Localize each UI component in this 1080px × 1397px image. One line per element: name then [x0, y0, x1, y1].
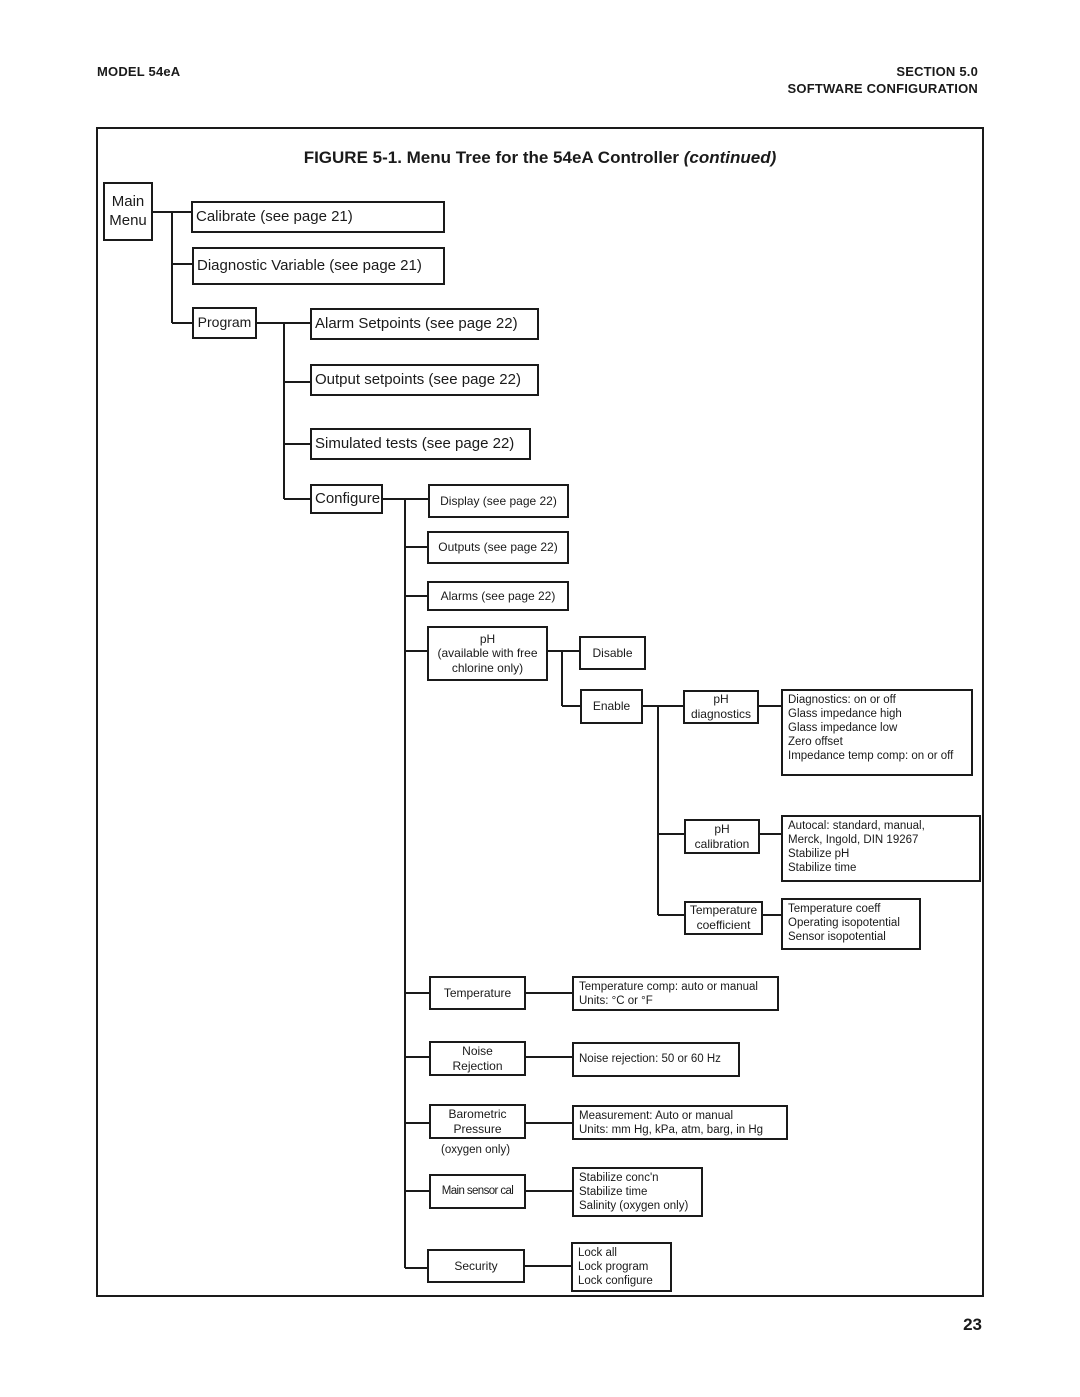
ph-calibration-node: pH calibration: [684, 819, 760, 854]
main-sensor-cal-options: Stabilize conc'n Stabilize time Salinity…: [572, 1167, 703, 1217]
temperature-coefficient-options: Temperature coeff Operating isopotential…: [781, 898, 921, 950]
program-node: Program: [192, 307, 257, 339]
disable-node: Disable: [579, 636, 646, 670]
ph-diagnostics-options: Diagnostics: on or off Glass impedance h…: [781, 689, 973, 776]
security-options: Lock all Lock program Lock configure: [571, 1242, 672, 1292]
header-section: SECTION 5.0: [896, 64, 978, 79]
temperature-node: Temperature: [429, 976, 526, 1010]
main-menu-node: Main Menu: [103, 182, 153, 241]
enable-node: Enable: [580, 689, 643, 724]
noise-rejection-node: Noise Rejection: [429, 1041, 526, 1076]
figure-continued: (continued): [683, 148, 777, 167]
noise-rejection-options: Noise rejection: 50 or 60 Hz: [572, 1042, 740, 1077]
output-setpoints-node: Output setpoints (see page 22): [310, 364, 539, 396]
ph-calibration-options: Autocal: standard, manual, Merck, Ingold…: [781, 815, 981, 882]
ph-diagnostics-node: pH diagnostics: [683, 690, 759, 724]
header-section-title: SOFTWARE CONFIGURATION: [787, 81, 978, 96]
alarms-node: Alarms (see page 22): [427, 581, 569, 611]
simulated-tests-node: Simulated tests (see page 22): [310, 428, 531, 460]
security-node: Security: [427, 1249, 525, 1283]
configure-node: Configure: [310, 484, 383, 514]
figure-frame: [96, 127, 984, 1297]
figure-label: FIGURE 5-1. Menu Tree for the 54eA Contr…: [303, 148, 680, 167]
figure-title: FIGURE 5-1. Menu Tree for the 54eA Contr…: [96, 148, 984, 168]
barometric-pressure-options: Measurement: Auto or manual Units: mm Hg…: [572, 1105, 788, 1140]
barometric-pressure-node: Barometric Pressure: [429, 1104, 526, 1139]
alarm-setpoints-node: Alarm Setpoints (see page 22): [310, 308, 539, 340]
temperature-options: Temperature comp: auto or manual Units: …: [572, 976, 779, 1011]
main-sensor-cal-node: Main sensor cal: [429, 1174, 526, 1209]
display-node: Display (see page 22): [428, 484, 569, 518]
calibrate-node: Calibrate (see page 21): [191, 201, 445, 233]
header-model: MODEL 54eA: [97, 64, 181, 79]
barometric-note: (oxygen only): [441, 1144, 511, 1156]
temperature-coefficient-node: Temperature coefficient: [684, 901, 763, 935]
page-number: 23: [963, 1315, 982, 1334]
ph-node: pH (available with free chlorine only): [427, 626, 548, 681]
diagnostic-variable-node: Diagnostic Variable (see page 21): [192, 247, 445, 285]
outputs-node: Outputs (see page 22): [427, 531, 569, 564]
